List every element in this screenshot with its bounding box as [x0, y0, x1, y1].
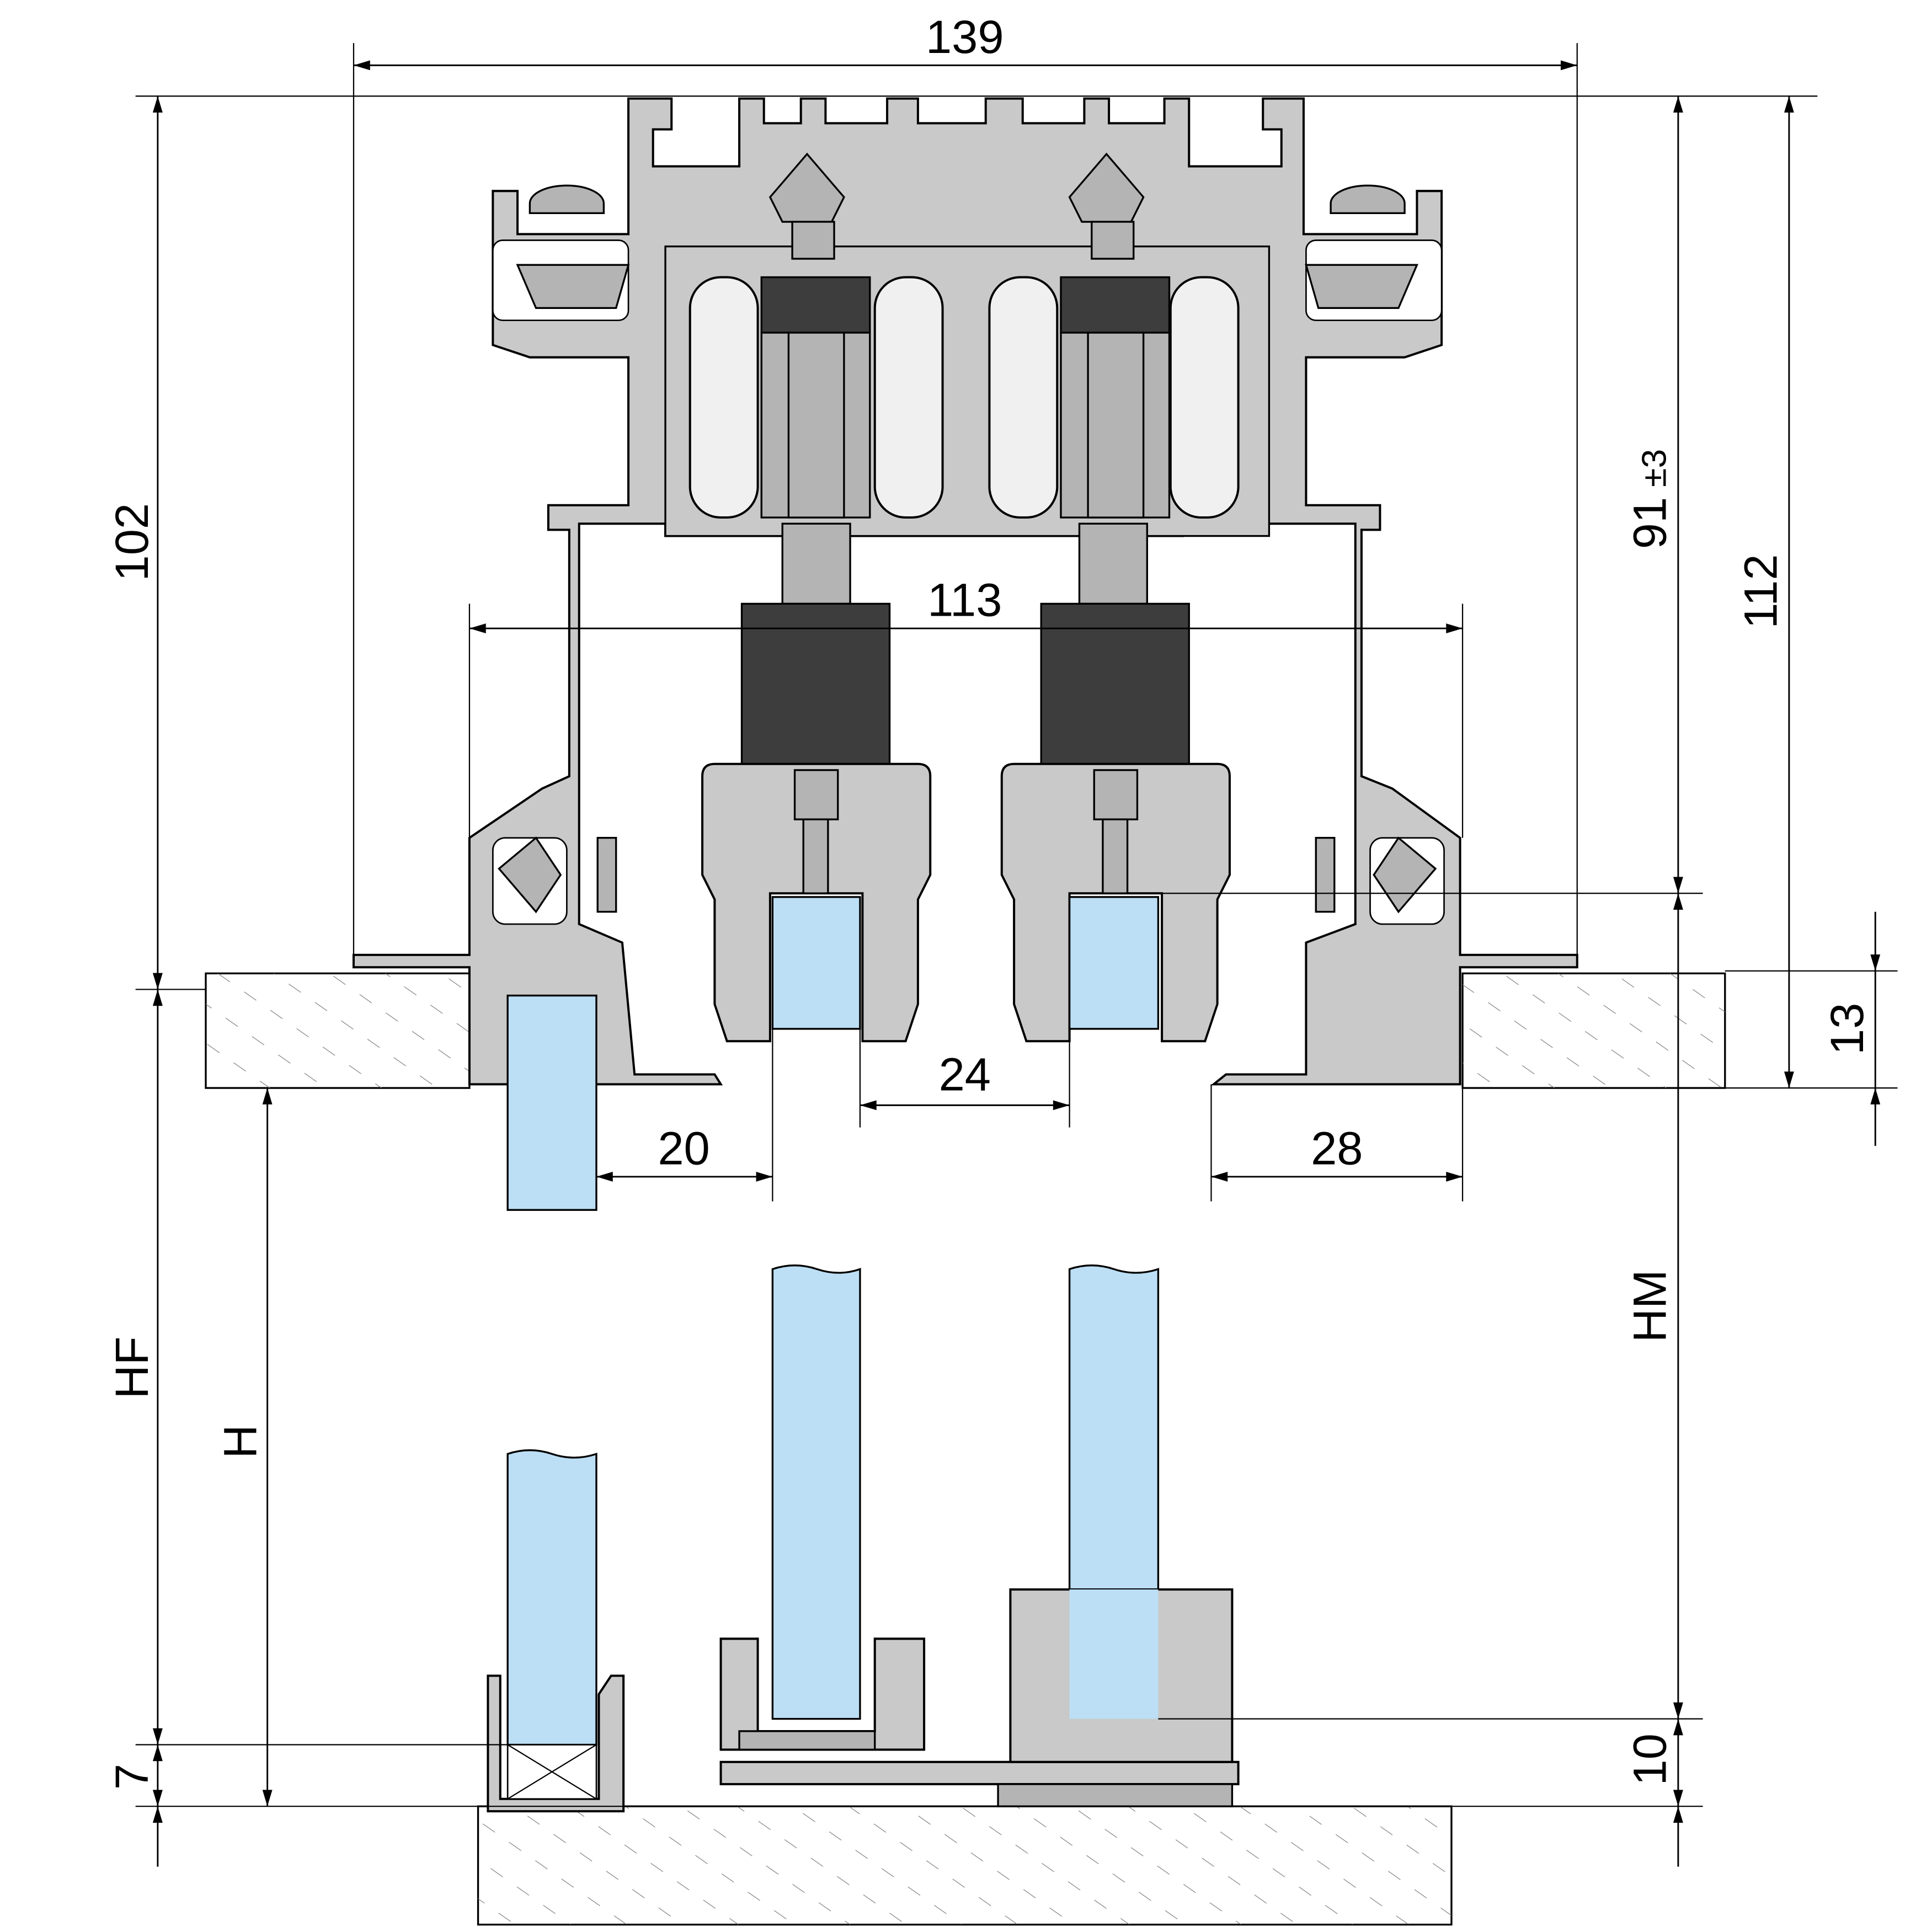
dimension-lines	[135, 43, 1898, 1867]
glass-sliding-2-top	[1068, 896, 1160, 1030]
dim-h: H	[214, 1424, 266, 1458]
carriage-right	[988, 152, 1240, 1043]
glass-panels	[506, 896, 1160, 1746]
dim-bottom-right: 10	[1624, 1733, 1676, 1785]
glass-sliding-1-bottom	[771, 1264, 861, 1720]
floor-profiles	[487, 1588, 1240, 1813]
glass-fixed-bottom	[506, 1449, 597, 1746]
dim-right-offset: 28	[1311, 1122, 1363, 1175]
dim-bottom-left: 7	[105, 1764, 158, 1790]
dim-overall-width: 139	[926, 10, 1004, 63]
svg-text:91±3: 91±3	[1624, 449, 1676, 549]
ceiling-slab-right	[1461, 972, 1726, 1089]
dim-adjust-height: 91±3	[1624, 449, 1676, 549]
dim-adjust-tolerance: ±3	[1635, 449, 1674, 487]
dim-inner-width: 113	[927, 574, 1002, 626]
dim-total-height: 112	[1734, 554, 1787, 628]
dim-hf: HF	[105, 1337, 158, 1399]
glass-fixed-top	[506, 994, 597, 1211]
dim-left-height: 102	[105, 503, 158, 581]
floor-slab	[477, 1805, 1453, 1926]
dim-left-offset: 20	[658, 1122, 709, 1175]
dim-slab-thickness: 13	[1821, 1003, 1873, 1055]
ceiling-slab-left	[205, 972, 471, 1089]
dim-adjust-value: 91	[1624, 497, 1676, 549]
glass-sliding-1-top	[771, 896, 861, 1030]
dim-hm: HM	[1624, 1269, 1676, 1342]
dim-glass-gap: 24	[939, 1048, 991, 1101]
